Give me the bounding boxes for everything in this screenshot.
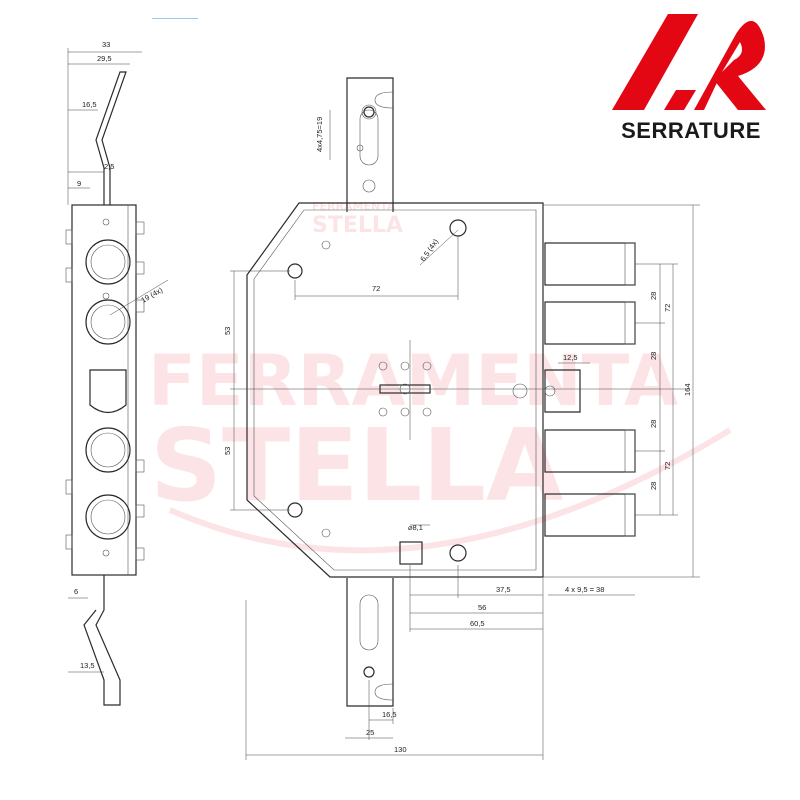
cr-logo-mark: [612, 14, 766, 110]
dim-164: 164: [683, 383, 692, 396]
latch-bolt: [544, 369, 581, 413]
side-bolt-3: [85, 427, 131, 473]
side-bolt-4: [85, 494, 131, 540]
dim-16-5: 16,5: [82, 100, 97, 109]
watermark: FERRAMENTA STELLA FERRAMENTA STELLA: [148, 200, 732, 554]
dim-19-4x: 19 (4x): [140, 285, 165, 305]
side-top-rod: [95, 71, 127, 205]
front-view: 4x4,75=19 6,5 (4x) 72 53 53 28 28 28 28 …: [223, 77, 700, 760]
brand-wordmark: SERRATURE: [621, 118, 761, 143]
dim-28-2: 28: [649, 352, 658, 360]
lock-case: [246, 202, 544, 578]
watermark-line2: STELLA: [150, 407, 563, 524]
dim-9: 9: [77, 179, 81, 188]
brand-logo: SERRATURE: [606, 10, 776, 144]
dim-6: 6: [74, 587, 78, 596]
dim-4x4-75: 4x4,75=19: [315, 117, 324, 152]
side-bolt-2: [85, 299, 131, 345]
dim-53-bot: 53: [223, 447, 232, 455]
dim-8-1: ⌀8,1: [408, 523, 423, 532]
watermark-line1: FERRAMENTA: [148, 340, 678, 422]
watermark-small-line2: STELLA: [312, 213, 403, 238]
dim-72-r2: 72: [663, 462, 672, 470]
side-bolt-1: [85, 239, 131, 285]
dim-16-5b: 16,5: [382, 710, 397, 719]
dim-12-5: 12,5: [563, 353, 578, 362]
watermark-swoosh: [168, 427, 732, 554]
dim-28-1: 28: [649, 292, 658, 300]
dim-37-5: 37,5: [496, 585, 511, 594]
dim-60-5: 60,5: [470, 619, 485, 628]
dim-25: 25: [366, 728, 374, 737]
dim-6-5-4x: 6,5 (4x): [418, 237, 440, 263]
side-latch: [89, 369, 127, 414]
dim-28-3: 28: [649, 420, 658, 428]
dim-53-top: 53: [223, 327, 232, 335]
side-view: 33 29,5 16,5 2,5 9 19 (4x) 6 13,5: [65, 40, 169, 706]
watermark-small-line1: FERRAMENTA: [312, 200, 396, 213]
front-top-rod: [346, 77, 394, 212]
dim-29-5: 29,5: [97, 54, 112, 63]
top-accent-line: [152, 18, 198, 19]
dim-28-4: 28: [649, 482, 658, 490]
dim-72-r1: 72: [663, 304, 672, 312]
dim-56: 56: [478, 603, 486, 612]
spindle-square: [399, 541, 423, 565]
side-bottom-rod: [83, 575, 121, 706]
front-bottom-rod: [346, 578, 394, 707]
dim-130: 130: [394, 745, 407, 754]
dim-13-5: 13,5: [80, 661, 95, 670]
dim-2-5: 2,5: [104, 162, 114, 171]
dim-4x9-5: 4 x 9,5 = 38: [565, 585, 604, 594]
dim-33: 33: [102, 40, 110, 49]
dim-72-top: 72: [372, 284, 380, 293]
